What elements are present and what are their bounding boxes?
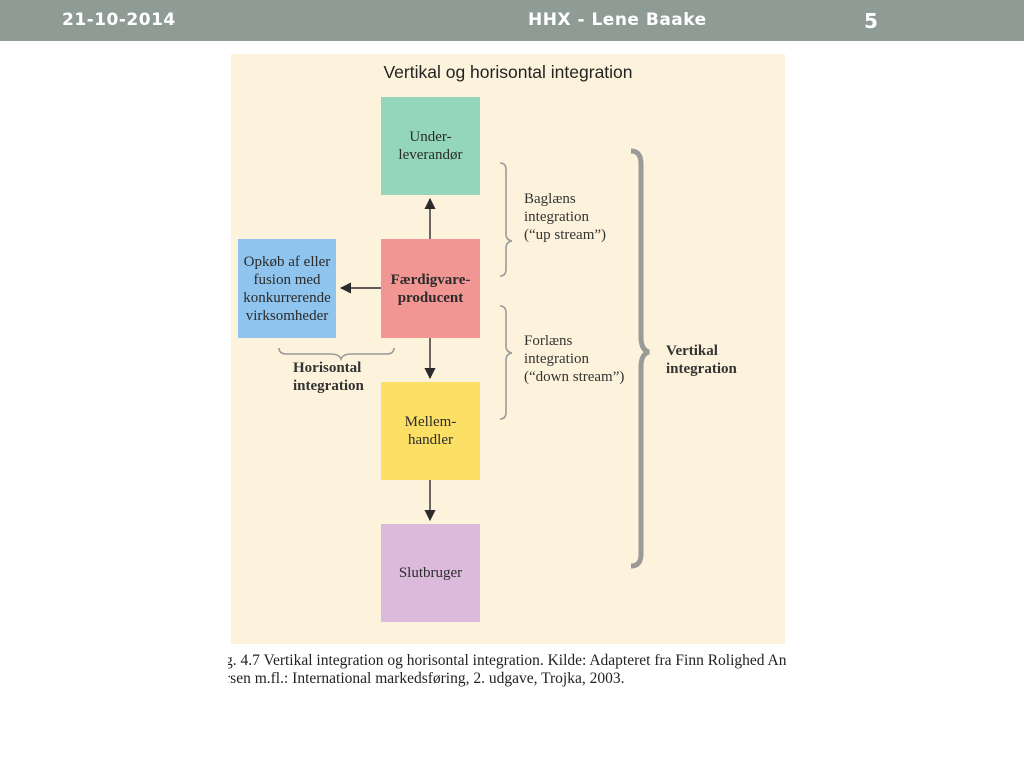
brace-horizontal [278,347,395,362]
caption-line-2: rsen m.fl.: International markedsføring,… [228,670,625,687]
acquisition-box: Opkøb af eller fusion med konkurrerende … [238,239,336,338]
wholesaler-box: Mellem- handler [381,382,480,480]
integration-diagram: Vertikal og horisontal integration Under… [231,54,785,644]
caption-line-1: g. 4.7 Vertikal integration og horisonta… [228,652,786,669]
diagram-title: Vertikal og horisontal integration [383,62,633,82]
forward-integration-label: Forlæns integration (“down stream”) [524,333,625,385]
slide-footer-title: HHX - Lene Baake [528,10,707,30]
slide-date: 21-10-2014 [62,10,176,30]
brace-forward [499,305,513,420]
vertical-integration-label: Vertikal integration [666,343,737,377]
brace-backward [499,162,513,277]
backward-integration-label: Baglæns integration (“up stream”) [524,191,607,243]
producer-box: Færdigvare- producent [381,239,480,338]
brace-vertical [630,148,650,569]
supplier-box: Under- leverandør [381,97,480,195]
figure-caption: g. 4.7 Vertikal integration og horisonta… [228,652,786,688]
end-user-box: Slutbruger [381,524,480,622]
slide-header: 21-10-2014 HHX - Lene Baake 5 [0,0,1024,41]
horizontal-integration-label: Horisontal integration [293,360,364,394]
diagram-connectors [278,148,650,569]
slide-number: 5 [864,9,878,33]
